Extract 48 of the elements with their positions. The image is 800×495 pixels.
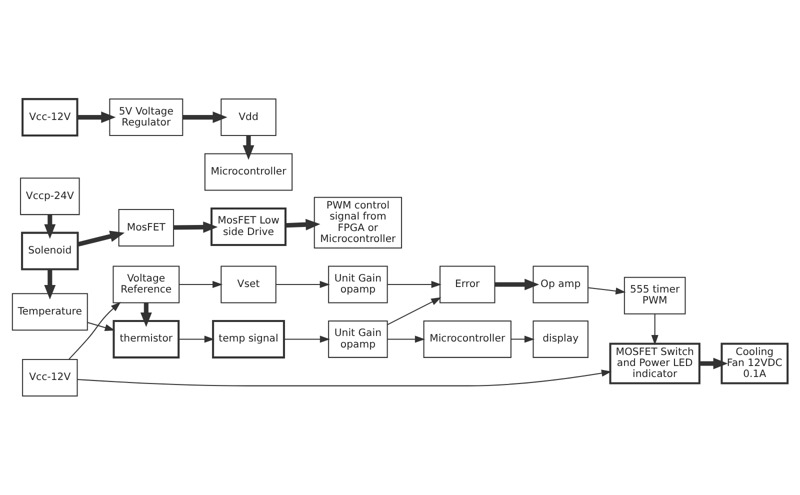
arrow xyxy=(387,336,426,343)
arrow xyxy=(387,297,442,326)
node-box: Solenoid xyxy=(21,232,79,270)
node-box: Temperature xyxy=(12,293,88,331)
arrow xyxy=(77,370,612,386)
node-box: Unit Gain opamp xyxy=(328,320,388,358)
arrow xyxy=(78,112,116,124)
arrow xyxy=(44,270,56,300)
node-box: Error xyxy=(440,266,496,304)
arrow xyxy=(651,314,658,346)
node-box: Vset xyxy=(220,266,276,304)
node-box: Vcc-12V xyxy=(22,98,78,137)
node-box: PWM control signal from FPGA or Microcontroller xyxy=(314,196,402,249)
node-box: Op amp xyxy=(532,266,588,304)
arrow xyxy=(87,322,116,332)
node-box: Voltage Reference xyxy=(112,266,180,304)
arrow xyxy=(44,214,56,239)
node-box: temp signal xyxy=(212,320,285,358)
arrow xyxy=(68,302,121,360)
arrow xyxy=(179,280,223,288)
arrow xyxy=(494,278,540,290)
arrow xyxy=(242,136,254,160)
arrow xyxy=(700,358,728,370)
node-box: MOSFET Switch and Power LED indicator xyxy=(609,342,700,384)
arrow xyxy=(182,112,228,124)
node-box: Vcc-12V xyxy=(22,358,78,396)
node-box: Vdd xyxy=(220,98,276,136)
arrow xyxy=(78,230,125,247)
arrow xyxy=(511,336,535,343)
node-box: thermistor xyxy=(112,320,180,358)
arrow xyxy=(284,336,330,343)
arrow xyxy=(178,336,215,343)
node-box: Unit Gain opamp xyxy=(328,266,388,304)
arrow xyxy=(276,280,330,288)
arrow xyxy=(174,221,218,233)
node-box: MosFET Low side Drive xyxy=(210,207,287,246)
node-box: Microcontroller xyxy=(204,153,293,191)
node-box: Microcontroller xyxy=(423,320,512,358)
arrow xyxy=(140,302,152,328)
node-box: Cooling Fan 12VDC 0.1A xyxy=(720,342,789,384)
arrow xyxy=(286,218,320,230)
arrow xyxy=(588,287,626,295)
node-box: MosFET xyxy=(118,209,174,246)
node-box: 555 timer PWM xyxy=(624,276,686,314)
node-box: display xyxy=(532,320,588,358)
node-box: 5V Voltage Regulator xyxy=(109,98,184,136)
arrow xyxy=(387,280,442,288)
node-box: Vccp-24V xyxy=(20,178,80,216)
